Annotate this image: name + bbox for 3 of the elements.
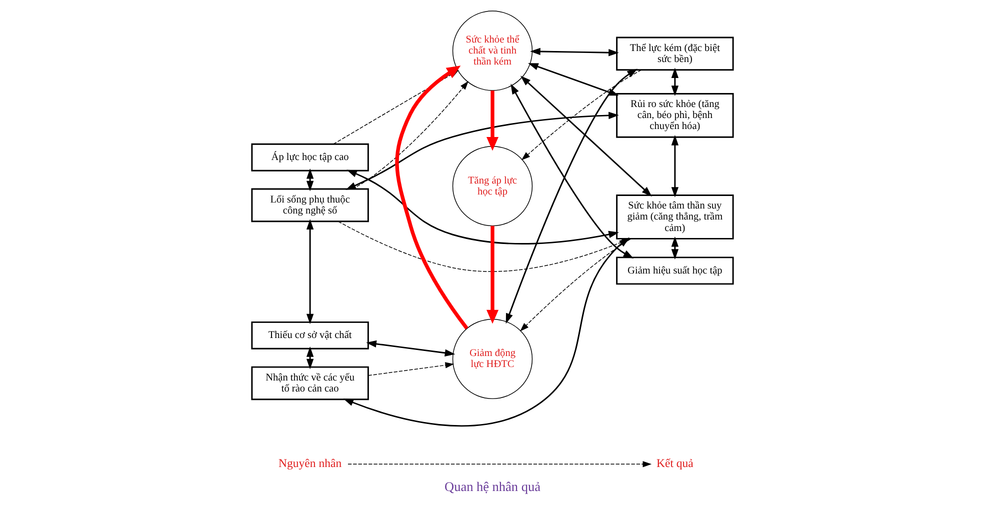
node-text: Kết quả <box>656 456 694 470</box>
node-text: Nguyên nhân <box>278 456 342 470</box>
caption: Quan hệ nhân quả <box>444 478 540 494</box>
